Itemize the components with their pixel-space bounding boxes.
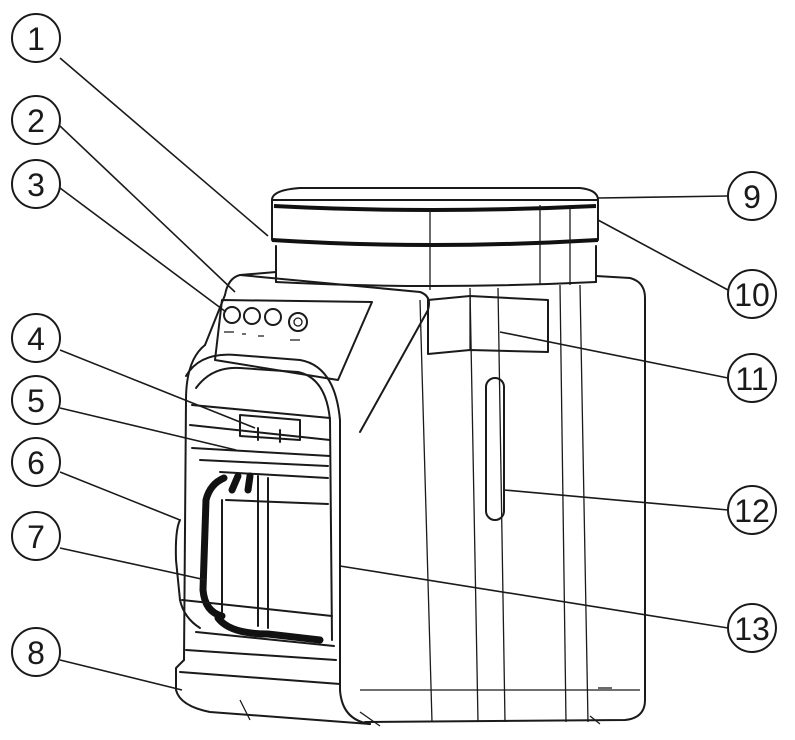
callout-4: 4 (11, 313, 61, 363)
leader-4 (59, 349, 256, 429)
callout-markers: 1 2 3 4 5 6 7 8 9 10 11 12 13 (11, 13, 777, 677)
callout-label: 5 (27, 383, 45, 419)
leader-2 (59, 125, 236, 293)
callout-6: 6 (11, 437, 61, 487)
leader-5 (59, 407, 237, 451)
leader-9 (597, 195, 729, 199)
callout-1: 1 (11, 13, 61, 63)
callout-label: 3 (27, 167, 45, 203)
coffee-maker-drawing (174, 187, 646, 727)
callout-2: 2 (11, 95, 61, 145)
leader-7 (59, 547, 207, 581)
callout-label: 12 (734, 493, 770, 529)
callout-7: 7 (11, 511, 61, 561)
leader-13 (339, 565, 729, 629)
leader-lines (59, 57, 729, 691)
leader-6 (59, 471, 181, 521)
callout-label: 13 (734, 611, 770, 647)
callout-9: 9 (727, 171, 777, 221)
callout-13: 13 (727, 603, 777, 653)
callout-12: 12 (727, 485, 777, 535)
callout-8: 8 (11, 627, 61, 677)
callout-label: 8 (27, 635, 45, 671)
callout-label: 1 (27, 21, 45, 57)
leader-10 (597, 219, 729, 291)
callout-11: 11 (727, 353, 777, 403)
callout-3: 3 (11, 159, 61, 209)
callout-label: 6 (27, 445, 45, 481)
callout-label: 2 (27, 103, 45, 139)
leader-11 (499, 331, 729, 379)
callout-label: 11 (735, 361, 768, 397)
leader-12 (503, 489, 729, 511)
callout-label: 4 (27, 321, 45, 357)
leader-1 (59, 57, 269, 237)
leader-8 (59, 659, 183, 691)
callout-label: 9 (743, 179, 761, 215)
callout-5: 5 (11, 375, 61, 425)
callout-10: 10 (727, 269, 777, 319)
leader-3 (59, 187, 227, 313)
callout-label: 7 (27, 519, 45, 555)
callout-label: 10 (734, 277, 770, 313)
